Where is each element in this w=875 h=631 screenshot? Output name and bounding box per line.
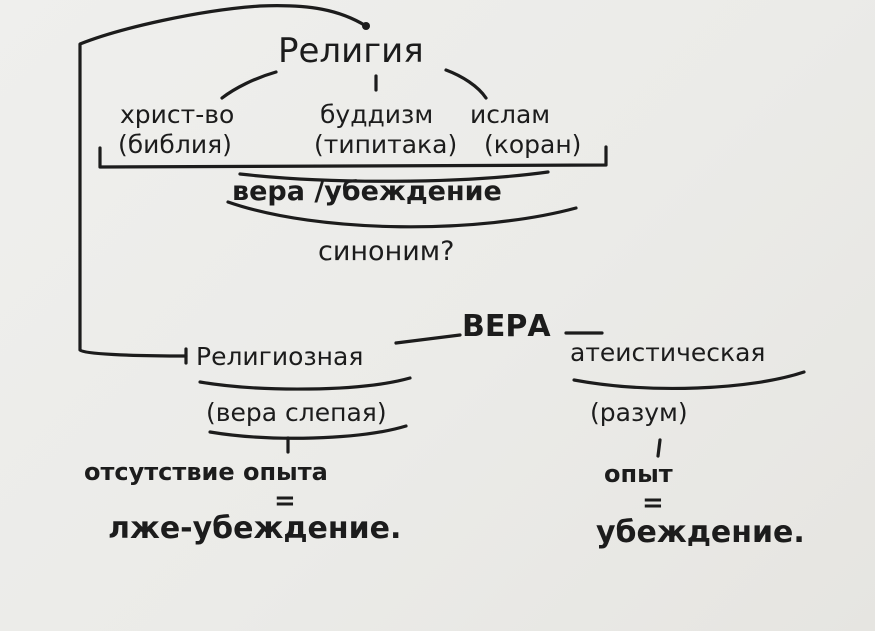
node-atheistic-note: (разум) xyxy=(590,398,688,427)
line-to-islam xyxy=(444,68,488,100)
branch-buddhism: буддизм xyxy=(320,100,434,129)
node-atheistic-equals: = xyxy=(642,488,664,518)
node-atheistic-result: убеждение. xyxy=(596,515,805,550)
branch-buddhism-source: (типитака) xyxy=(314,130,458,159)
branch-christianity-source: (библия) xyxy=(118,130,232,159)
loop-dot xyxy=(362,22,370,30)
node-religious-result: лже-убеждение. xyxy=(108,511,402,546)
node-synonym: синоним? xyxy=(318,236,455,267)
tick-atheistic xyxy=(656,438,662,458)
node-atheistic: атеистическая xyxy=(570,338,766,367)
node-religious-note: (вера слепая) xyxy=(206,398,387,427)
node-religious: Религиозная xyxy=(196,342,364,371)
arc-below-belief xyxy=(226,200,578,229)
arc-atheistic xyxy=(572,370,806,390)
line-vera-left xyxy=(394,333,462,345)
node-religious-result-top: отсутствие опыта xyxy=(84,458,328,486)
branch-islam-source: (коран) xyxy=(484,130,582,159)
node-faith-belief: вера /убеждение xyxy=(232,176,502,207)
branch-christianity: христ-во xyxy=(120,100,235,129)
node-religion: Религия xyxy=(278,31,424,71)
loop-connector xyxy=(78,4,368,358)
arc-religious xyxy=(198,376,412,391)
arc-above-belief xyxy=(238,170,550,183)
node-atheistic-result-top: опыт xyxy=(604,460,673,488)
branches-bracket xyxy=(98,145,608,169)
line-to-christ xyxy=(220,70,278,100)
branch-islam: ислам xyxy=(470,100,551,129)
node-religious-equals: = xyxy=(274,486,296,516)
bracket-blind xyxy=(208,424,408,440)
node-faith: ВЕРА xyxy=(462,309,551,344)
